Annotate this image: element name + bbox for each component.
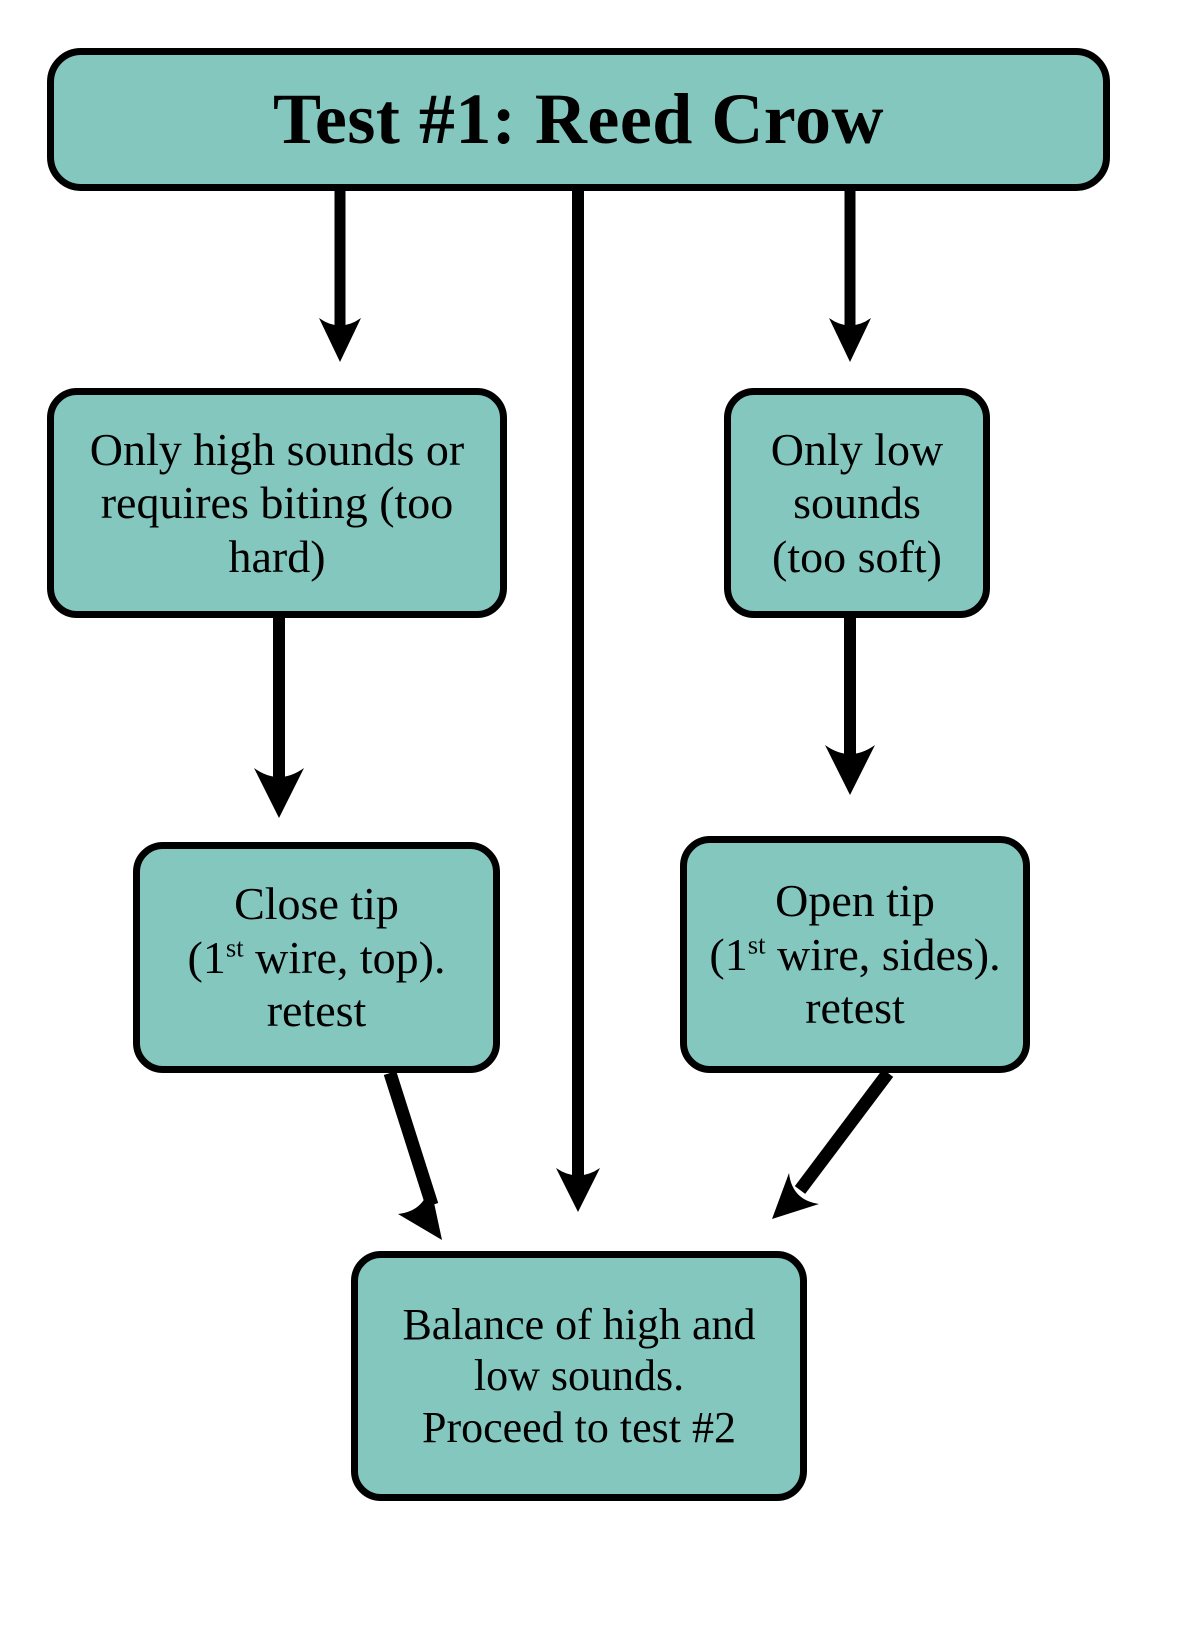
node-too-hard-line2: requires biting (too (100, 477, 454, 529)
arrow-open-tip-to-balance (772, 1069, 894, 1219)
arrow-close-tip-to-balance (383, 1071, 442, 1240)
node-balance-result[interactable]: Balance of high and low sounds. Proceed … (351, 1251, 807, 1501)
node-test-title[interactable]: Test #1: Reed Crow (47, 48, 1110, 191)
node-too-soft-line2: sounds (793, 477, 921, 529)
node-too-soft-label: Only low sounds (too soft) (731, 423, 983, 583)
node-open-tip-label: Open tip (1st wire, sides). retest (687, 874, 1023, 1034)
node-open-tip-line3: retest (805, 982, 905, 1034)
node-test-title-label: Test #1: Reed Crow (273, 78, 884, 159)
node-close-tip-line2-pre: (1 (187, 931, 226, 983)
node-close-tip-ordinal-suffix: st (225, 932, 244, 963)
node-close-tip-line1: Close tip (234, 878, 399, 930)
node-close-tip-line2-post: wire, top). (243, 931, 446, 983)
node-too-soft-line3: (too soft) (772, 530, 942, 582)
node-open-tip-line1: Open tip (775, 875, 935, 927)
arrow-title-to-too-hard (319, 191, 361, 362)
node-balance-result-label: Balance of high and low sounds. Proceed … (358, 1299, 800, 1452)
node-close-tip[interactable]: Close tip (1st wire, top). retest (133, 842, 500, 1073)
node-open-tip[interactable]: Open tip (1st wire, sides). retest (680, 836, 1030, 1073)
arrow-title-to-too-soft (829, 191, 871, 362)
node-too-hard-line3: hard) (228, 530, 326, 582)
node-balance-line1: Balance of high and (402, 1300, 756, 1350)
node-too-hard-label: Only high sounds or requires biting (too… (54, 423, 500, 583)
node-open-tip-line2-post: wire, sides). (765, 928, 1001, 980)
arrow-title-to-balance (556, 191, 600, 1212)
node-open-tip-line2-pre: (1 (709, 928, 748, 980)
node-too-hard[interactable]: Only high sounds or requires biting (too… (47, 388, 507, 618)
arrow-too-soft-to-open-tip (825, 618, 875, 795)
node-open-tip-ordinal-suffix: st (747, 929, 766, 960)
node-balance-line3: Proceed to test #2 (421, 1402, 737, 1452)
node-balance-line2: low sounds. (473, 1351, 685, 1401)
arrow-too-hard-to-close-tip (254, 618, 304, 818)
node-too-hard-line1: Only high sounds or (89, 423, 465, 475)
node-close-tip-line3: retest (266, 985, 367, 1037)
node-too-soft[interactable]: Only low sounds (too soft) (724, 388, 990, 618)
node-close-tip-label: Close tip (1st wire, top). retest (140, 877, 493, 1037)
node-too-soft-line1: Only low (770, 423, 944, 475)
